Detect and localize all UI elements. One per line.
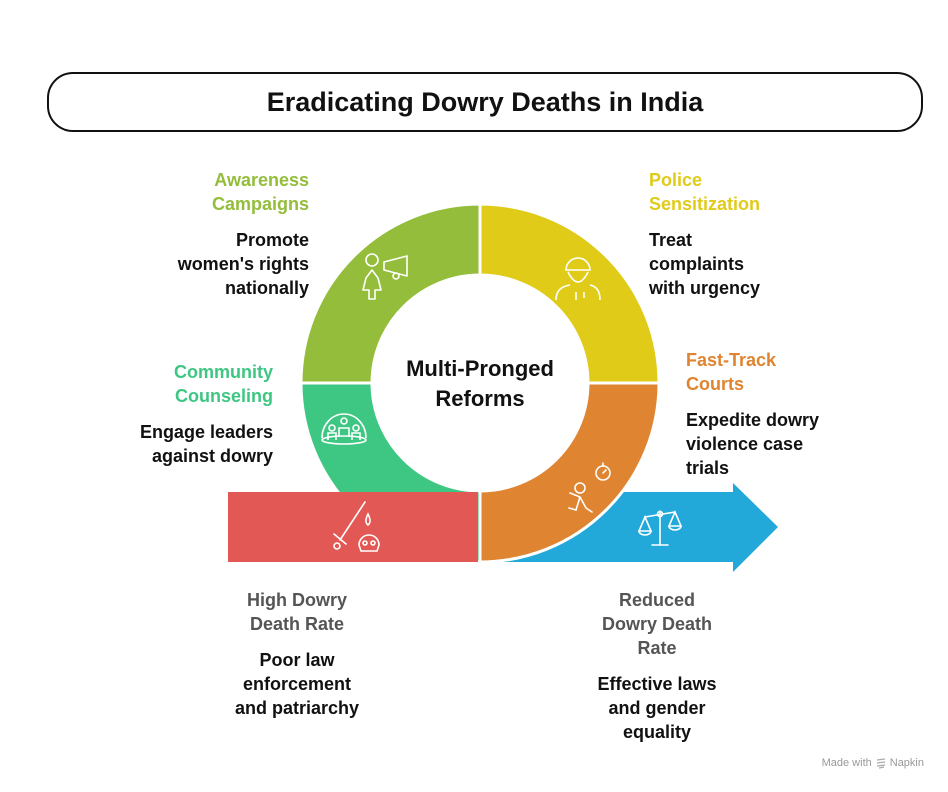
desc-line: nationally	[224, 278, 309, 298]
start-bar	[228, 492, 478, 562]
desc-line: equality	[622, 722, 692, 742]
heading-line: Sensitization	[649, 194, 761, 214]
sword-skull-icon	[333, 501, 380, 552]
community-group-icon	[321, 413, 367, 445]
desc-line: with urgency	[649, 278, 761, 298]
heading-line: Death Rate	[249, 614, 345, 634]
start-desc: Poor law enforcement and patriarchy	[197, 648, 397, 720]
desc-line: Expedite dowry	[686, 410, 820, 430]
napkin-logo-icon	[876, 757, 885, 769]
desc-line: trials	[686, 458, 730, 478]
desc-line: violence case	[686, 434, 804, 454]
heading-line: Awareness	[214, 170, 309, 190]
megaphone-person-icon	[362, 253, 408, 300]
desc-line: Effective laws	[597, 674, 717, 694]
footer-text: Made with	[821, 757, 872, 769]
courts-heading: Fast-Track Courts	[686, 348, 776, 396]
title-box: Eradicating Dowry Deaths in India	[47, 72, 923, 132]
awareness-desc: Promote women's rights nationally	[178, 228, 309, 300]
heading-line: Courts	[686, 374, 744, 394]
footer-brand: Napkin	[889, 757, 924, 769]
made-with-napkin: Made with Napkin	[822, 757, 924, 769]
police-desc: Treat complaints with urgency	[649, 228, 760, 300]
center-line-1: Multi-Pronged	[406, 356, 554, 381]
heading-line: Reduced	[618, 590, 696, 610]
courts-desc: Expedite dowry violence case trials	[686, 408, 819, 480]
center-label: Multi-Pronged Reforms	[380, 354, 580, 414]
end-desc: Effective laws and gender equality	[557, 672, 757, 744]
desc-line: Promote	[235, 230, 309, 250]
desc-line: women's rights	[177, 254, 309, 274]
heading-line: Counseling	[175, 386, 273, 406]
desc-line: and patriarchy	[234, 698, 360, 718]
police-heading: Police Sensitization	[649, 168, 760, 216]
community-desc: Engage leaders against dowry	[140, 420, 273, 468]
heading-line: Dowry Death	[601, 614, 713, 634]
community-heading: Community Counseling	[174, 360, 273, 408]
desc-line: and gender	[608, 698, 706, 718]
running-stopwatch-icon	[568, 462, 611, 513]
desc-line: Treat	[649, 230, 693, 250]
segment-courts	[478, 381, 661, 564]
desc-line: enforcement	[242, 674, 352, 694]
heading-line: Campaigns	[211, 194, 309, 214]
scales-icon	[637, 509, 683, 546]
start-heading: High Dowry Death Rate	[197, 588, 397, 636]
desc-line: complaints	[649, 254, 745, 274]
desc-line: Engage leaders	[139, 422, 273, 442]
heading-line: Rate	[637, 638, 677, 658]
segment-awareness	[299, 202, 482, 385]
segment-police	[478, 202, 661, 385]
desc-line: against dowry	[151, 446, 273, 466]
center-line-2: Reforms	[435, 386, 525, 411]
heading-line: Police	[649, 170, 703, 190]
heading-line: Fast-Track	[686, 350, 777, 370]
page-title: Eradicating Dowry Deaths in India	[266, 86, 704, 117]
police-officer-icon	[555, 257, 601, 301]
desc-line: Poor law	[259, 650, 335, 670]
end-heading: Reduced Dowry Death Rate	[557, 588, 757, 660]
heading-line: High Dowry	[246, 590, 347, 610]
awareness-heading: Awareness Campaigns	[212, 168, 309, 216]
heading-line: Community	[174, 362, 273, 382]
